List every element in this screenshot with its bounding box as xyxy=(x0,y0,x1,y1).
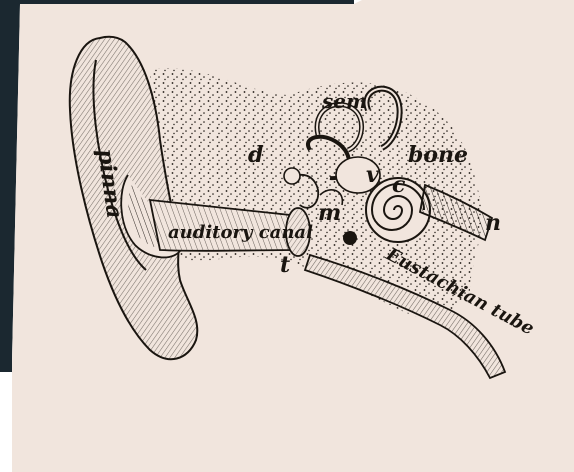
label-n: n xyxy=(485,210,501,236)
label-v: v xyxy=(366,162,379,188)
label-m: m xyxy=(318,200,341,226)
anatomy-plate: pinna auditory canal Eustachian tube sem… xyxy=(12,0,574,472)
label-d: d xyxy=(248,142,263,168)
label-sem: sem xyxy=(321,89,367,113)
label-bone: bone xyxy=(408,142,468,168)
label-auditory-canal: auditory canal xyxy=(168,222,313,243)
label-t: t xyxy=(280,252,290,278)
label-c: c xyxy=(392,172,406,198)
